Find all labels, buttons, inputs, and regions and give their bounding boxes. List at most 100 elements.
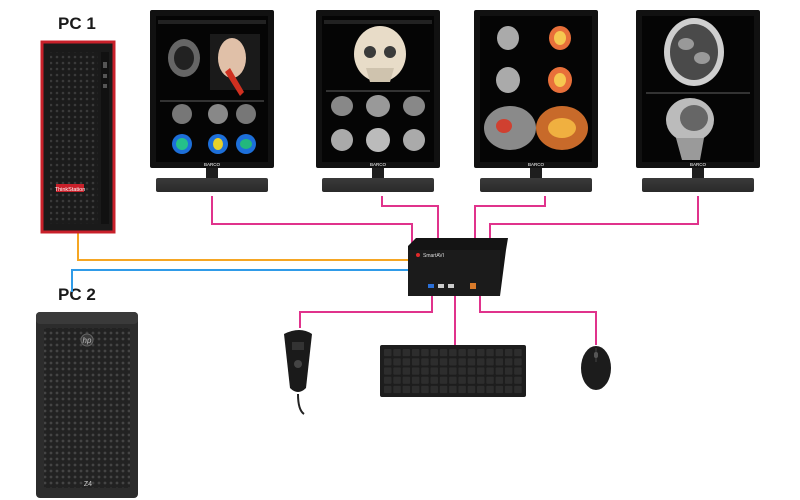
monitor-1-brand: BARCO	[204, 162, 221, 167]
keyboard-key	[458, 376, 466, 384]
keyboard-key	[477, 358, 485, 366]
keyboard-key	[430, 376, 438, 384]
keyboard-key	[458, 367, 466, 375]
pc2-cable	[71, 269, 410, 292]
keyboard-key	[411, 385, 420, 394]
keyboard-key	[514, 349, 522, 357]
dictation-microphone-icon	[284, 330, 312, 415]
keyboard-key	[449, 376, 457, 384]
keyboard-key	[393, 367, 401, 375]
keyboard-key	[384, 349, 392, 357]
keyboard-key	[430, 367, 438, 375]
keyboard-key	[430, 385, 438, 394]
keyboard-key	[393, 358, 401, 366]
keyboard-key	[439, 349, 448, 357]
keyboard-key	[514, 367, 522, 375]
keyboard-key	[411, 358, 420, 366]
monitor-4-brand: BARCO	[690, 162, 707, 167]
keyboard-key	[393, 376, 401, 384]
keyboard-key	[514, 358, 522, 366]
keyboard-key	[393, 349, 401, 357]
keyboard-key	[486, 385, 494, 394]
keyboard-icon	[380, 345, 526, 397]
keyboard-key	[421, 385, 429, 394]
keyboard-key	[449, 358, 457, 366]
keyboard-key	[402, 376, 411, 384]
keyboard-key	[384, 376, 392, 384]
mouse-cable	[479, 294, 597, 345]
keyboard-key	[495, 385, 504, 394]
cables	[71, 196, 699, 345]
keyboard-key	[486, 376, 494, 384]
monitor-2-brand: BARCO	[370, 162, 387, 167]
keyboard-key	[495, 349, 504, 357]
keyboard-key	[421, 376, 429, 384]
pc2-label: PC 2	[58, 285, 96, 304]
keyboard-key	[384, 385, 392, 394]
keyboard-key	[458, 358, 466, 366]
kvm-brand-label: SmartAVI	[423, 253, 444, 259]
monitor-3-brand: BARCO	[528, 162, 545, 167]
kvm-switch-icon: SmartAVI	[408, 238, 508, 296]
mouse-icon	[581, 346, 611, 390]
keyboard-key	[486, 358, 494, 366]
keyboard-key	[486, 367, 494, 375]
keyboard-key	[430, 358, 438, 366]
keyboard-key	[504, 376, 513, 384]
medical-monitor-icon: BARCO	[636, 10, 760, 192]
keyboard-key	[421, 358, 429, 366]
keyboard-key	[486, 349, 494, 357]
keyboard-key	[467, 358, 476, 366]
pc2-brand-logo: hp	[83, 336, 92, 345]
pc1-label: PC 1	[58, 14, 96, 33]
keyboard-key	[504, 385, 513, 394]
tower-pc-icon: ThinkStation	[40, 40, 116, 234]
keyboard-key	[504, 358, 513, 366]
monitor-cable-2	[381, 196, 439, 238]
keyboard-key	[439, 358, 448, 366]
keyboard-key	[495, 376, 504, 384]
pc1-brand-logo: ThinkStation	[55, 187, 86, 193]
keyboard-key	[449, 385, 457, 394]
keyboard-key	[495, 358, 504, 366]
medical-monitor-icon: BARCO	[150, 10, 274, 192]
keyboard-key	[411, 376, 420, 384]
keyboard-key	[384, 358, 392, 366]
keyboard-key	[504, 367, 513, 375]
keyboard-key	[411, 367, 420, 375]
keyboard-key	[439, 385, 448, 394]
keyboard-key	[393, 385, 401, 394]
keyboard-key	[477, 376, 485, 384]
keyboard-key	[514, 385, 522, 394]
keyboard-key	[458, 385, 466, 394]
keyboard-key	[467, 349, 476, 357]
keyboard-key	[430, 349, 438, 357]
keyboard-key	[439, 376, 448, 384]
pc1-cable	[77, 232, 410, 261]
keyboard-key	[467, 367, 476, 375]
keyboard-key	[458, 349, 466, 357]
keyboard-key	[449, 367, 457, 375]
pc2-model-label: Z4	[84, 481, 92, 488]
keyboard-key	[402, 358, 411, 366]
keyboard-key	[402, 367, 411, 375]
keyboard-key	[439, 367, 448, 375]
keyboard-key	[467, 376, 476, 384]
monitor-cable-3	[474, 196, 546, 238]
keyboard-key	[495, 367, 504, 375]
mic-cable	[299, 294, 433, 328]
monitor-cable-4	[489, 196, 699, 245]
keyboard-key	[477, 367, 485, 375]
keyboard-key	[421, 367, 429, 375]
keyboard-key	[411, 349, 420, 357]
monitor-cable-1	[211, 196, 413, 247]
keyboard-key	[477, 349, 485, 357]
keyboard-key	[504, 349, 513, 357]
keyboard-key	[467, 385, 476, 394]
keyboard-key	[384, 367, 392, 375]
medical-monitor-icon: BARCO	[316, 10, 440, 192]
keyboard-key	[477, 385, 485, 394]
keyboard-key	[402, 349, 411, 357]
workstation-icon: hp Z4	[36, 312, 138, 498]
